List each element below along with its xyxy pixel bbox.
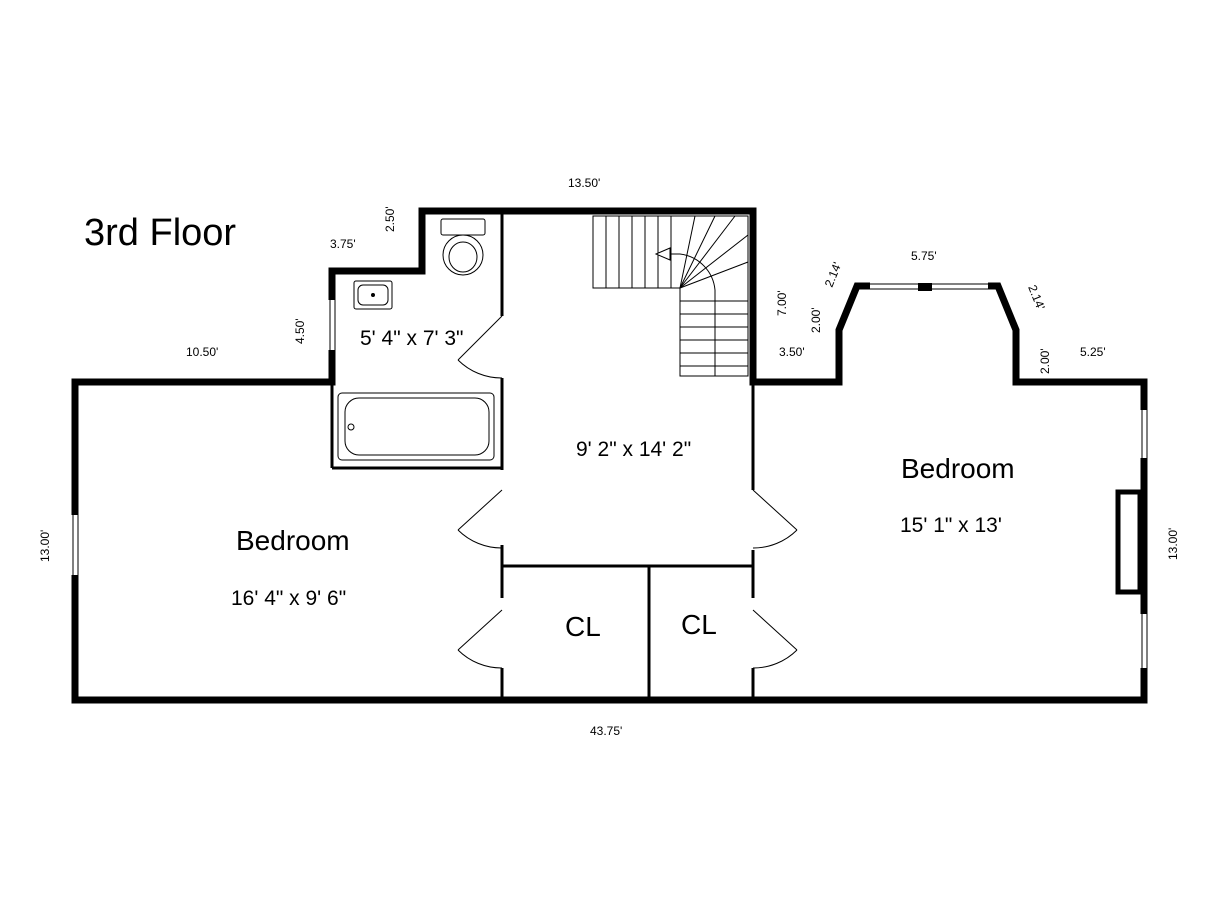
room-size-bedroom-left: 16' 4" x 9' 6" [231, 587, 346, 610]
dim-bottom: 43.75' [590, 724, 622, 738]
windows [70, 281, 1150, 668]
floor-title: 3rd Floor [84, 212, 236, 254]
dim-left-side: 13.00' [38, 530, 52, 562]
exterior-walls [71, 207, 1148, 704]
toilet-tank [440, 218, 486, 236]
room-name-bedroom-right: Bedroom [901, 453, 1015, 484]
room-name-closet-1: CL [565, 611, 601, 642]
dim-bath-side: 4.50' [293, 318, 307, 344]
dim-right-top: 5.25' [1080, 345, 1106, 359]
dim-bay-top: 5.75' [911, 249, 937, 263]
doors [457, 315, 798, 669]
bath-fixtures [337, 218, 495, 461]
dim-right-side: 13.00' [1166, 528, 1180, 560]
staircase [592, 215, 749, 377]
room-name-bedroom-left: Bedroom [236, 525, 350, 556]
room-name-closet-2: CL [681, 609, 717, 640]
dim-stair-right: 7.00' [775, 290, 789, 316]
dimension-labels: 13.50' 3.75' 2.50' 4.50' 10.50' 13.00' 4… [38, 176, 1180, 738]
dim-bay-left-side: 2.00' [809, 307, 823, 333]
dim-left-top: 10.50' [186, 345, 218, 359]
dim-top: 13.50' [568, 176, 600, 190]
room-size-bedroom-right: 15' 1" x 13' [900, 514, 1002, 537]
room-size-bathroom: 5' 4" x 7' 3" [360, 327, 463, 350]
interior-walls [330, 214, 1143, 698]
dim-bay-right-diag: 2.14' [1025, 283, 1048, 312]
dim-bath-jog: 2.50' [383, 206, 397, 232]
dim-bay-left-diag: 2.14' [822, 260, 845, 289]
dim-bay-right-side: 2.00' [1038, 348, 1052, 374]
room-size-hall: 9' 2" x 14' 2" [576, 438, 691, 461]
dim-right-jog: 3.50' [779, 345, 805, 359]
dim-bath-top-step: 3.75' [330, 237, 356, 251]
